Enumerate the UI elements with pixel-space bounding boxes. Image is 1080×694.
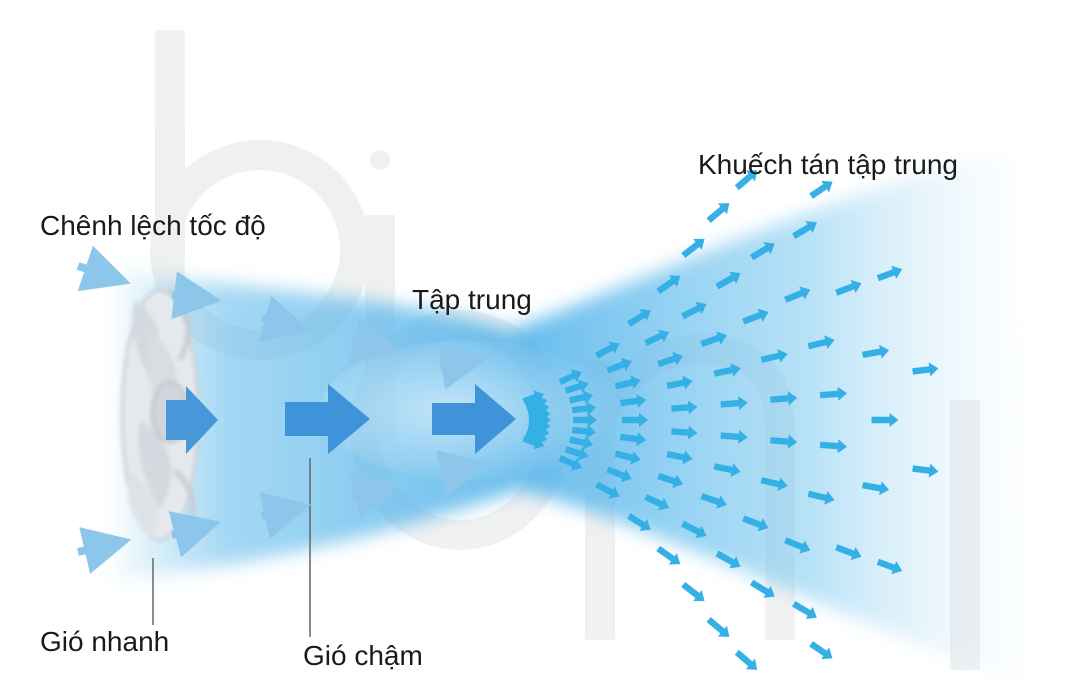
label-concentrated-diffusion: Khuếch tán tập trung bbox=[698, 149, 958, 180]
diffusion-arrow bbox=[706, 203, 730, 223]
diffusion-arrow bbox=[706, 617, 730, 637]
diffusion-arrow bbox=[862, 481, 890, 496]
diffusion-arrow bbox=[525, 430, 548, 445]
big-arrow-3 bbox=[432, 384, 516, 454]
diffusion-arrow bbox=[681, 238, 705, 259]
label-slow-wind: Gió chậm bbox=[303, 640, 423, 671]
diffusion-arrow bbox=[749, 242, 775, 261]
diffusion-arrow bbox=[749, 579, 775, 598]
diffusion-arrow bbox=[620, 393, 647, 408]
diffusion-arrow bbox=[564, 379, 589, 394]
diffusion-arrow bbox=[720, 396, 748, 411]
big-arrow-1 bbox=[166, 386, 218, 454]
diffusion-arrow bbox=[627, 513, 651, 531]
diffusion-arrow bbox=[666, 450, 693, 465]
diffusion-arrow bbox=[819, 439, 847, 454]
diffusion-arrow bbox=[809, 180, 833, 199]
diffusion-arrow bbox=[571, 401, 597, 416]
diffusion-arrow bbox=[627, 309, 651, 327]
diffusion-arrow bbox=[876, 558, 903, 575]
label-speed-difference: Chênh lệch tốc độ bbox=[40, 210, 266, 241]
diffusion-arrow bbox=[770, 391, 798, 406]
label-fast-wind: Gió nhanh bbox=[40, 626, 170, 657]
label-concentration: Tập trung bbox=[412, 284, 532, 315]
diffusion-arrow bbox=[573, 413, 597, 427]
diffusion-arrow bbox=[671, 425, 698, 440]
diffusion-arrow bbox=[681, 301, 707, 320]
diffusion-arrow bbox=[715, 550, 741, 569]
main-arrows bbox=[166, 384, 516, 454]
diffusion-arrow bbox=[657, 352, 684, 367]
diffusion-arrow bbox=[700, 331, 727, 348]
diffusion-arrow bbox=[792, 601, 817, 620]
diffusion-arrow bbox=[715, 271, 741, 290]
diffusion-arrow bbox=[700, 492, 727, 509]
diffusion-arrow bbox=[713, 363, 741, 377]
diffusion-arrow bbox=[819, 386, 847, 401]
diffusion-arrow bbox=[835, 544, 862, 561]
diffusion-arrow bbox=[862, 344, 890, 359]
diffusion-arrow bbox=[558, 369, 582, 385]
diffusion-arrow bbox=[742, 308, 769, 325]
intake-arrows bbox=[76, 245, 489, 574]
diffusion-arrow bbox=[657, 473, 684, 488]
diffusion-arrow bbox=[912, 362, 939, 377]
diffusion-arrow bbox=[720, 429, 748, 444]
diffusion-arrow bbox=[656, 545, 681, 565]
diffusion-arrow bbox=[568, 390, 594, 405]
diffusion-arrow bbox=[784, 537, 811, 554]
diffusion-arrow bbox=[522, 435, 545, 450]
diffusion-arrow bbox=[713, 463, 741, 477]
diffusion-arrow bbox=[876, 265, 903, 282]
diffusion-arrow bbox=[835, 279, 862, 296]
diffusion-arrow bbox=[912, 463, 939, 478]
diffusion-arrow bbox=[784, 286, 811, 303]
diffusion-arrow bbox=[809, 641, 833, 660]
diffusion-arrow bbox=[527, 424, 550, 439]
diffusion-arrow bbox=[871, 413, 899, 427]
diffusion-arrow bbox=[614, 450, 641, 465]
diffusion-arrow bbox=[568, 435, 594, 450]
diffusion-arrow bbox=[644, 494, 670, 511]
diffusion-arrow bbox=[770, 434, 798, 449]
diffusion-arrow bbox=[620, 432, 647, 447]
diffusion-arrow bbox=[606, 357, 632, 374]
diffusion-arrow bbox=[644, 329, 670, 346]
diffusion-arrow bbox=[558, 455, 582, 471]
diffusion-arrow bbox=[807, 490, 835, 505]
big-arrow-2 bbox=[285, 384, 370, 454]
diffusion-arrow bbox=[622, 413, 648, 427]
diffusion-arrow bbox=[807, 335, 835, 350]
diffusion-arrow bbox=[681, 581, 705, 602]
diffusion-arrow bbox=[681, 520, 707, 539]
diffusion-arrow bbox=[595, 341, 620, 359]
diffusion-arrow bbox=[671, 400, 698, 415]
diffusion-arrow bbox=[734, 170, 758, 191]
diffusion-arrow bbox=[666, 375, 693, 390]
diffusion-arrow bbox=[742, 515, 769, 532]
diffusion-arrow bbox=[734, 649, 758, 670]
diffusion-arrow bbox=[564, 446, 589, 461]
diffusion-arrow bbox=[656, 275, 681, 295]
diffusion-arrow bbox=[792, 220, 817, 239]
diffusion-arrow bbox=[595, 481, 620, 499]
diffusion-arrow bbox=[614, 375, 641, 390]
diffusion-arrow bbox=[571, 424, 597, 439]
diffusion-arrows bbox=[522, 170, 939, 670]
diffusion-arrow bbox=[760, 477, 788, 492]
diffusion-arrow bbox=[606, 466, 632, 483]
diffusion-arrow bbox=[760, 348, 788, 363]
